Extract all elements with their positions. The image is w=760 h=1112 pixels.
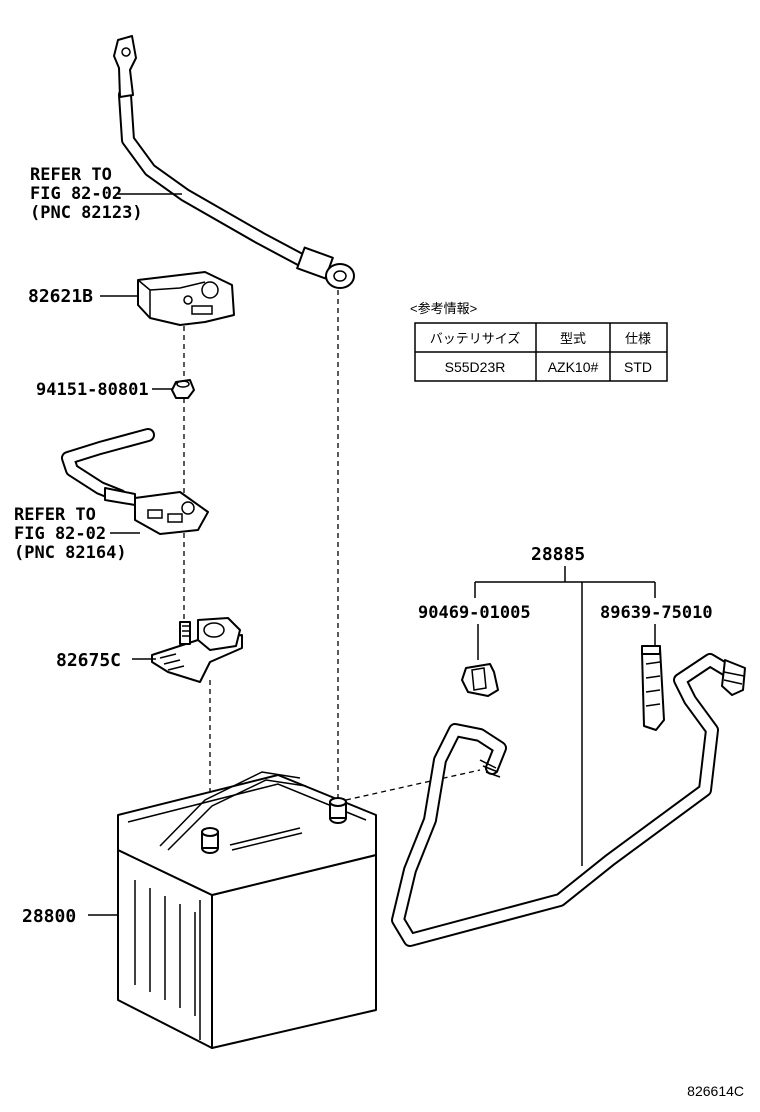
part-label-nut: 94151-80801: [36, 380, 149, 400]
part-label-vent-hose: 28885: [531, 544, 585, 565]
refer-mid-line3: (PNC 82164): [14, 543, 127, 563]
positive-cable-illustration: [61, 428, 209, 535]
clamp-illustration: [641, 645, 665, 731]
vent-hose-illustration: [391, 653, 746, 947]
figure-code: 826614C: [687, 1083, 744, 1099]
refer-top-line1: REFER TO: [30, 165, 112, 185]
part-label-clip: 90469-01005: [418, 603, 531, 623]
refer-top-line3: (PNC 82123): [30, 203, 143, 223]
table-header-spec: 仕様: [625, 331, 651, 346]
part-label-clamp: 89639-75010: [600, 603, 713, 623]
table-cell-size: S55D23R: [445, 359, 506, 375]
negative-cable-illustration: [113, 35, 355, 289]
refer-top-line2: FIG 82-02: [30, 184, 122, 204]
part-label-terminal: 82675C: [56, 650, 121, 671]
nut-illustration: [171, 379, 195, 399]
positive-terminal-illustration: [151, 617, 243, 683]
reference-info-table: <参考情報> バッテリサイズ 型式 仕様 S55D23R AZK10# STD: [410, 301, 668, 382]
refer-label-top: REFER TO FIG 82-02 (PNC 82123): [30, 165, 182, 223]
terminal-cover-illustration: [137, 271, 235, 326]
refer-mid-line1: REFER TO: [14, 505, 96, 525]
reference-info-title: <参考情報>: [410, 301, 477, 316]
table-header-type: 型式: [560, 331, 586, 346]
table-cell-type: AZK10#: [548, 359, 599, 375]
part-label-cover: 82621B: [28, 286, 93, 307]
clip-illustration: [461, 663, 499, 697]
table-cell-spec: STD: [624, 359, 652, 375]
table-header-size: バッテリサイズ: [430, 331, 521, 346]
refer-label-mid: REFER TO FIG 82-02 (PNC 82164): [14, 505, 140, 563]
alignment-line-vent: [345, 769, 481, 801]
battery-illustration: [117, 771, 377, 1049]
refer-mid-line2: FIG 82-02: [14, 524, 106, 544]
part-label-battery: 28800: [22, 906, 76, 927]
vent-hose-callout-bracket: [474, 566, 656, 866]
